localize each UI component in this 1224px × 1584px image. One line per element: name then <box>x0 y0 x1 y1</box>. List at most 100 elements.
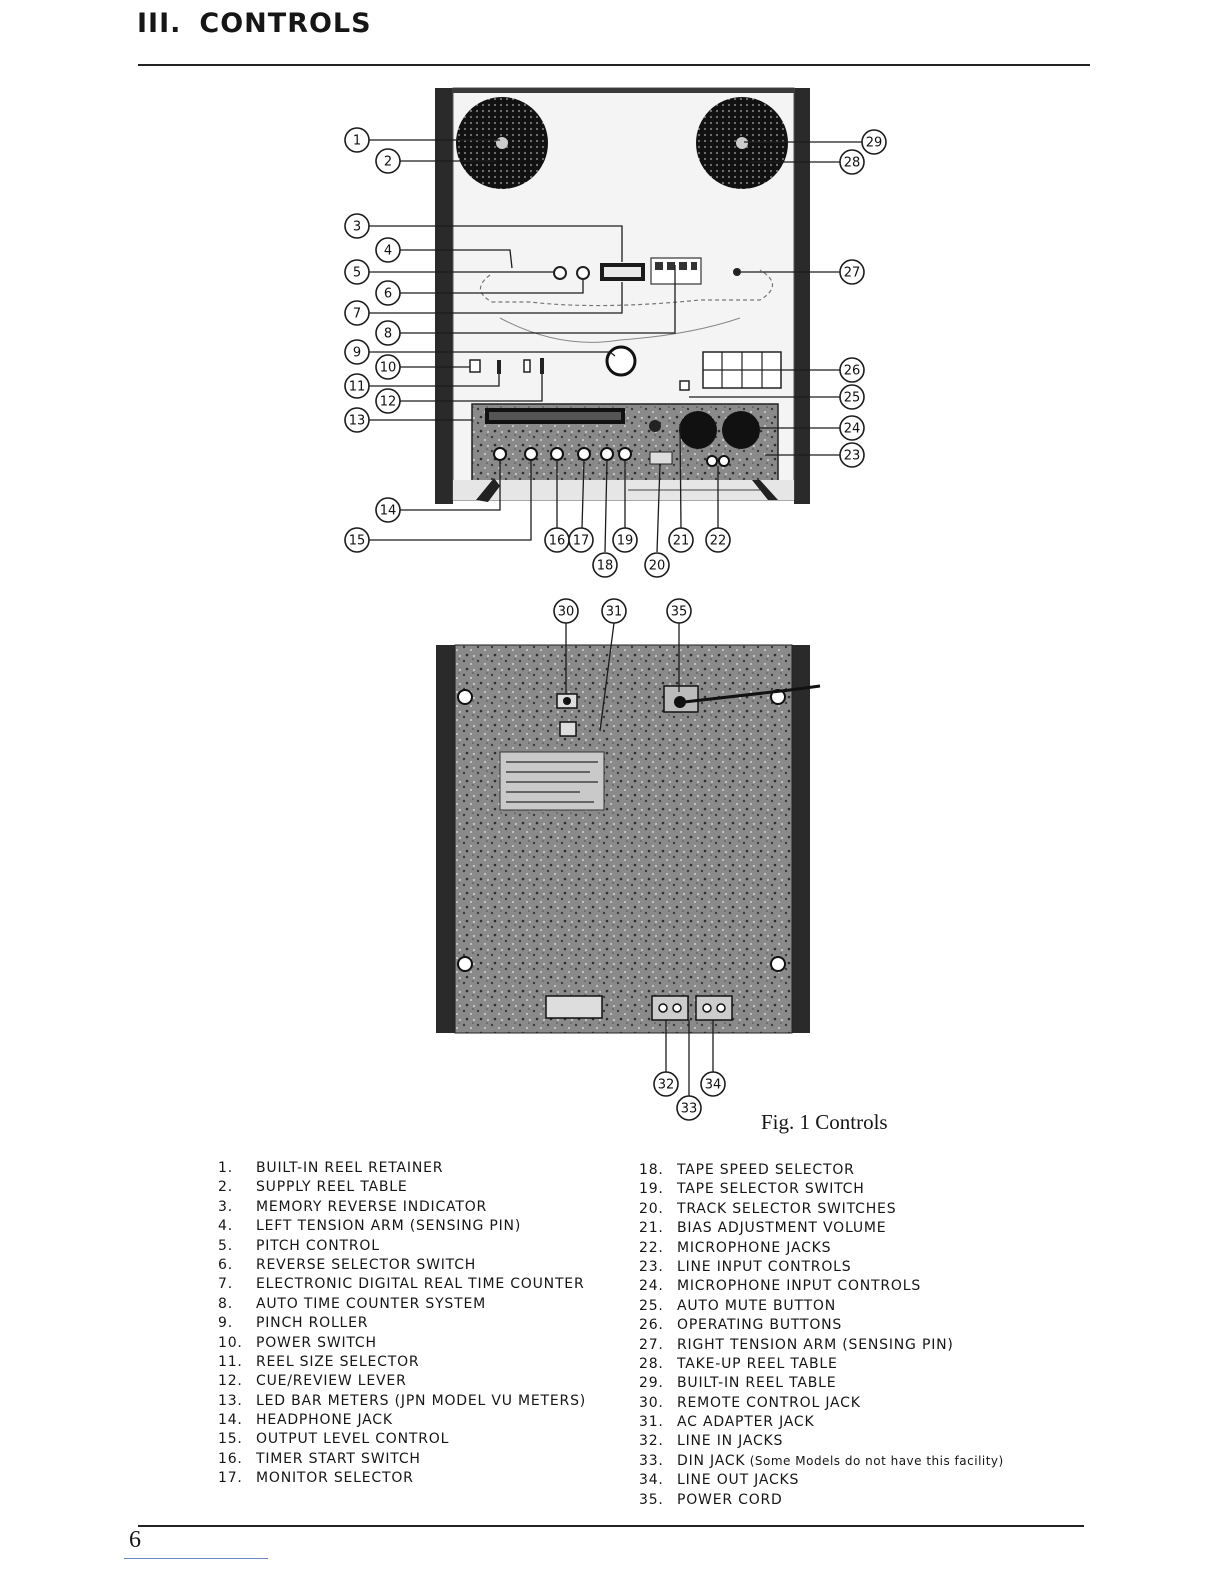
callout-circle <box>344 213 370 239</box>
rear-callout-35: 35 <box>666 598 692 624</box>
front-callout-17: 17 <box>568 527 594 553</box>
power-cord <box>683 684 821 704</box>
legend-item-number: 6. <box>218 1256 233 1273</box>
legend-item-number: 33. <box>639 1452 664 1469</box>
rear-callout-34: 34 <box>700 1071 726 1097</box>
callout-circle <box>705 527 731 553</box>
callout-number: 5 <box>353 266 361 281</box>
mic-input-control-right <box>722 411 760 449</box>
callout-number: 25 <box>844 391 861 406</box>
callout-number: 11 <box>349 380 366 395</box>
callout-number: 2 <box>384 155 392 170</box>
front-callout-16: 16 <box>544 527 570 553</box>
section-heading: III.CONTROLS <box>137 8 372 39</box>
legend-item-number: 8. <box>218 1295 233 1312</box>
callout-circle <box>839 384 865 410</box>
legend-item: 35.POWER CORD <box>639 1492 1004 1511</box>
front-callout-2: 2 <box>375 148 401 174</box>
callout-number: 30 <box>558 605 575 620</box>
legend-item-label: BIAS ADJUSTMENT VOLUME <box>677 1220 887 1237</box>
legend-item-number: 3. <box>218 1198 233 1215</box>
callout-number: 15 <box>349 534 366 549</box>
legend-item-number: 13. <box>218 1392 243 1409</box>
legend-item: 33.DIN JACK (Some Models do not have thi… <box>639 1453 1004 1472</box>
callout-number: 9 <box>353 346 361 361</box>
legend-item-number: 2. <box>218 1179 233 1196</box>
legend-item-label: POWER CORD <box>677 1491 783 1508</box>
front-callout-25: 25 <box>839 384 865 410</box>
figure-caption: Fig. 1 Controls <box>761 1110 888 1134</box>
legend-item: 22.MICROPHONE JACKS <box>639 1240 1004 1259</box>
legend-item-label: TAPE SELECTOR SWITCH <box>677 1181 865 1198</box>
legend-item: 34.LINE OUT JACKS <box>639 1472 1004 1491</box>
legend-item: 23.LINE INPUT CONTROLS <box>639 1259 1004 1278</box>
front-callout-4: 4 <box>375 237 401 263</box>
callout-circle <box>839 415 865 441</box>
callout-number: 1 <box>353 134 361 149</box>
callout-circle <box>666 598 692 624</box>
callout-number: 28 <box>844 156 861 171</box>
legend-item-number: 25. <box>639 1297 664 1314</box>
legend-item: 17.MONITOR SELECTOR <box>218 1470 586 1489</box>
line-out-jacks <box>695 995 733 1021</box>
legend-item: 7.ELECTRONIC DIGITAL REAL TIME COUNTER <box>218 1276 586 1295</box>
callout-number: 13 <box>349 414 366 429</box>
callout-number: 6 <box>384 287 392 302</box>
legend-item: 6.REVERSE SELECTOR SWITCH <box>218 1257 586 1276</box>
legend-item-number: 18. <box>639 1162 664 1178</box>
callout-circle <box>344 339 370 365</box>
bottom-rule <box>138 1525 1084 1527</box>
legend-item: 31.AC ADAPTER JACK <box>639 1414 1004 1433</box>
rear-callout-30: 30 <box>553 598 579 624</box>
front-callout-13: 13 <box>344 407 370 433</box>
legend-item-number: 29. <box>639 1375 664 1392</box>
reverse-selector-knob <box>576 266 590 280</box>
callout-number: 34 <box>705 1078 722 1093</box>
page-number: 6 <box>129 1527 141 1553</box>
callout-circle <box>553 598 579 624</box>
legend-item-label: TRACK SELECTOR SWITCHES <box>677 1200 897 1217</box>
legend-item-number: 5. <box>218 1237 233 1254</box>
front-view <box>435 87 810 504</box>
legend-item-number: 12. <box>218 1373 243 1390</box>
legend-item: 25. AUTO MUTE BUTTON <box>639 1298 1004 1317</box>
front-callout-10: 10 <box>375 354 401 380</box>
callout-circle <box>344 259 370 285</box>
legend-item-label: AUTO TIME COUNTER SYSTEM <box>256 1295 486 1312</box>
callout-circle <box>653 1071 679 1097</box>
callout-number: 3 <box>353 220 361 235</box>
front-callout-28: 28 <box>839 149 865 175</box>
callout-circle <box>375 497 401 523</box>
legend-item-label: MEMORY REVERSE INDICATOR <box>256 1198 488 1215</box>
callout-number: 33 <box>681 1102 698 1117</box>
callout-number: 14 <box>380 504 397 519</box>
callout-circle <box>375 320 401 346</box>
callout-circle <box>839 259 865 285</box>
callout-number: 21 <box>673 534 690 549</box>
callout-circle <box>375 148 401 174</box>
legend-item-label: CUE/REVIEW LEVER <box>256 1373 407 1390</box>
legend-item-number: 28. <box>639 1355 664 1372</box>
legend-item: 8. AUTO TIME COUNTER SYSTEM <box>218 1296 586 1315</box>
legend-item: 32.LINE IN JACKS <box>639 1433 1004 1452</box>
power-cord-outlet <box>674 696 686 708</box>
legend-item: 20.TRACK SELECTOR SWITCHES <box>639 1201 1004 1220</box>
callout-circle <box>676 1095 702 1121</box>
legend-item-number: 27. <box>639 1336 664 1353</box>
legend-item-label: PITCH CONTROL <box>256 1237 380 1254</box>
front-callout-18: 18 <box>592 552 618 578</box>
callout-number: 23 <box>844 449 861 464</box>
callout-number: 17 <box>573 534 590 549</box>
callout-circle <box>601 598 627 624</box>
front-callout-27: 27 <box>839 259 865 285</box>
legend-item-label: LEFT TENSION ARM (SENSING PIN) <box>256 1218 522 1235</box>
front-callout-21: 21 <box>668 527 694 553</box>
legend-item-label: TAKE-UP REEL TABLE <box>677 1355 838 1372</box>
legend-item: 9.PINCH ROLLER <box>218 1315 586 1334</box>
legend-item-number: 34. <box>639 1472 664 1489</box>
legend-item: 18. TAPE SPEED SELECTOR <box>639 1162 1004 1181</box>
legend-item-label: AUTO MUTE BUTTON <box>677 1297 837 1314</box>
legend-item-label: TAPE SPEED SELECTOR <box>677 1162 855 1178</box>
legend-item: 15.OUTPUT LEVEL CONTROL <box>218 1431 586 1450</box>
